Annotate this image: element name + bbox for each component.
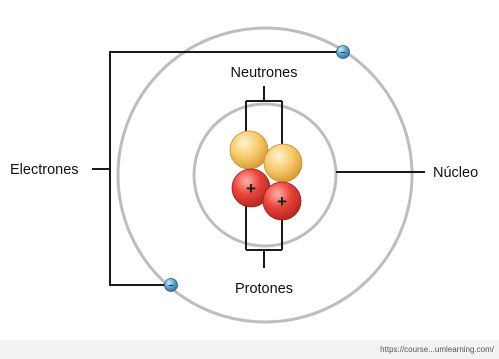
proton-sign: + (277, 192, 287, 211)
label-electrones: Electrones (10, 162, 79, 178)
electrones-bracket (92, 51, 342, 286)
label-nucleo: Núcleo (433, 165, 478, 181)
inner-orbit (192, 102, 338, 248)
label-neutrones: Neutrones (231, 65, 298, 81)
electron-sign: − (340, 48, 345, 58)
source-url: https://course...umlearning.com/ (380, 345, 495, 354)
proton-particle (262, 181, 302, 221)
label-protones: Protones (235, 281, 293, 297)
neutron-particle (263, 143, 303, 183)
neutrones-bracket (245, 86, 283, 148)
electron-top: − (336, 45, 350, 59)
proton-sign: + (246, 179, 256, 198)
electron-bottom: − (164, 278, 178, 292)
protones-bracket (245, 205, 283, 268)
outer-orbit (116, 26, 414, 324)
nucleus: + + (229, 130, 303, 221)
neutron-particle (229, 130, 269, 170)
electron-sign: − (168, 281, 173, 291)
